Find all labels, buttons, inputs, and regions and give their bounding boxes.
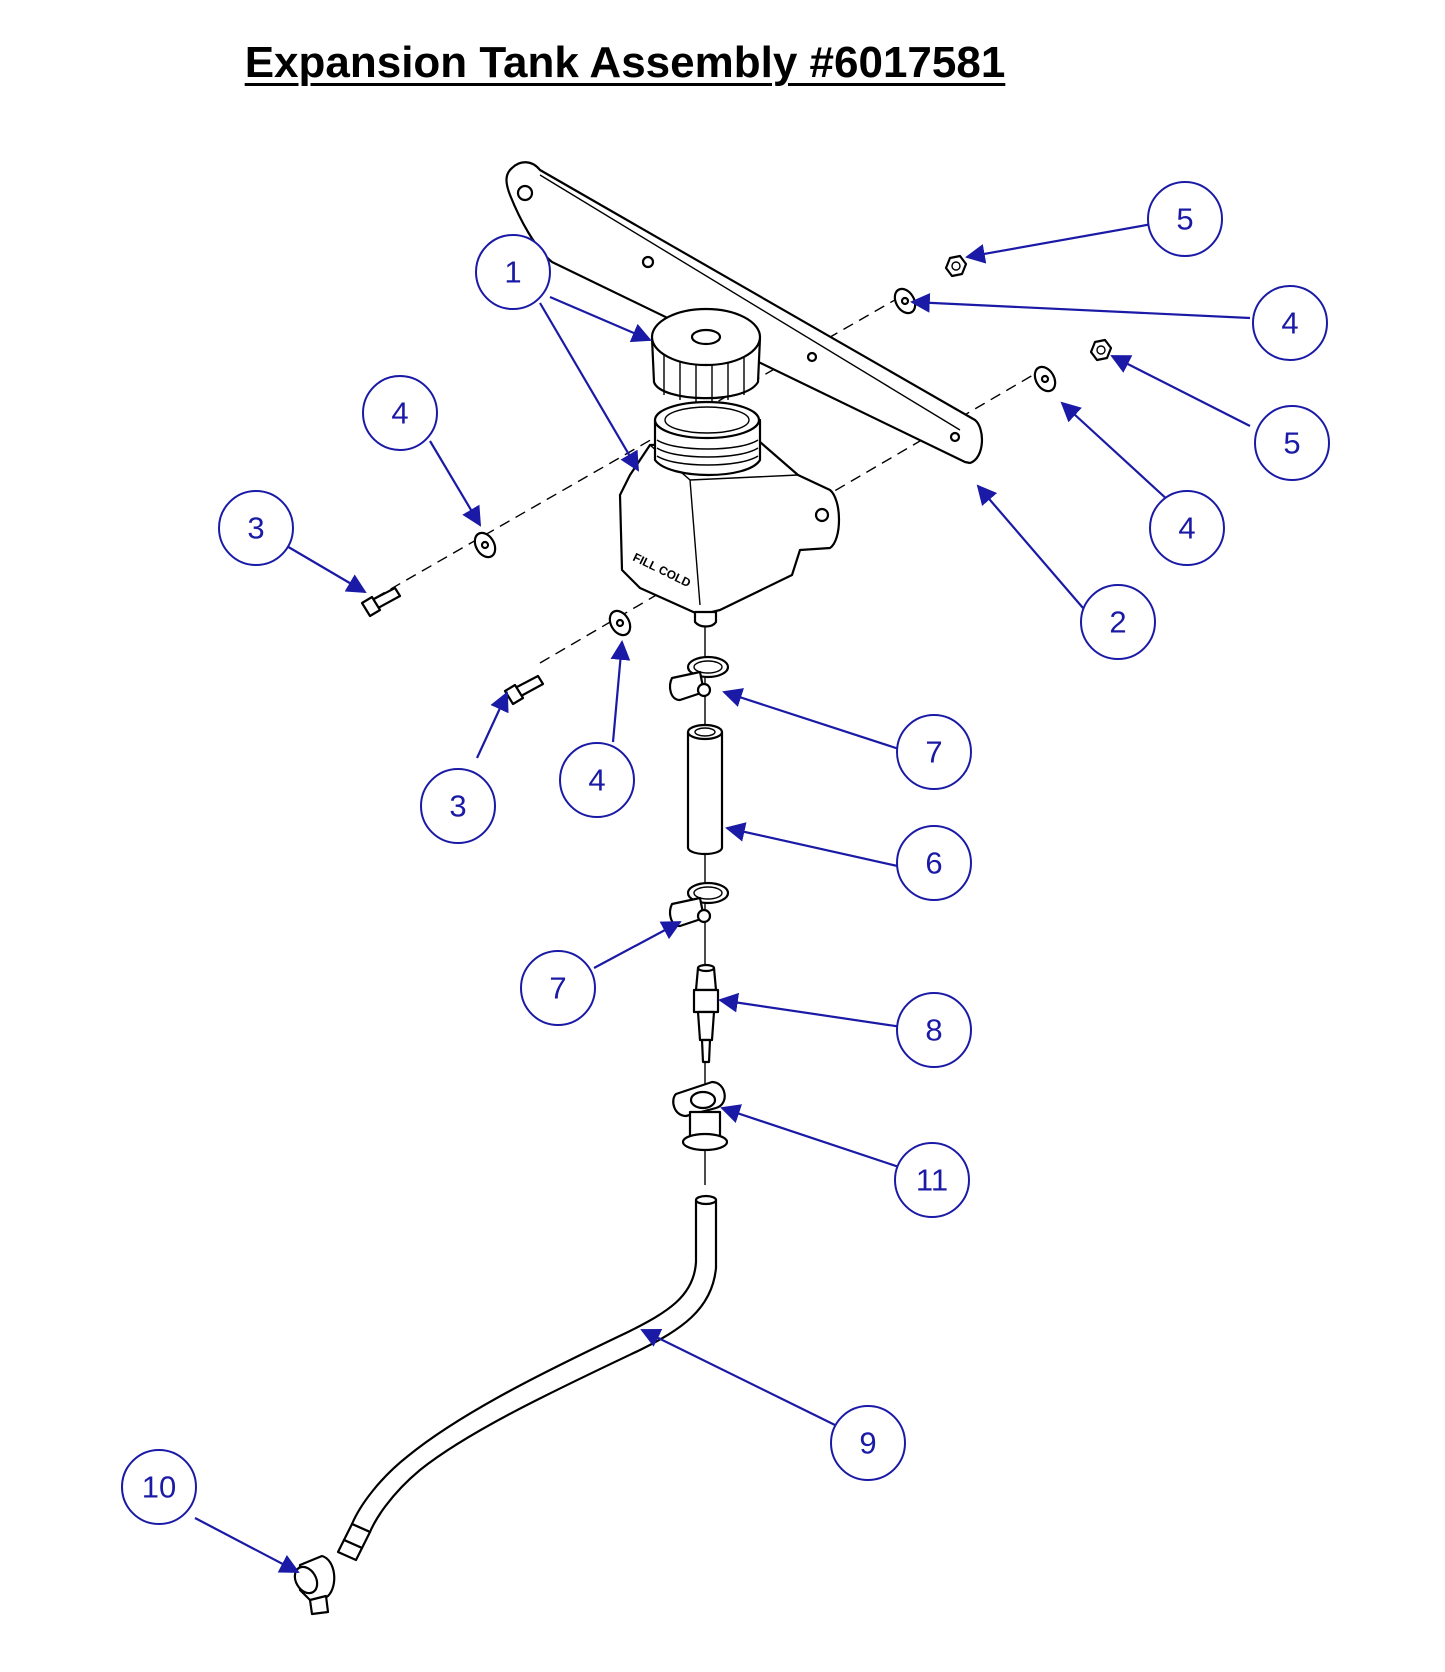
page-title: Expansion Tank Assembly #6017581 (244, 38, 1006, 87)
callout-11-label: 11 (916, 1163, 948, 1198)
callout-6-label: 6 (925, 846, 942, 881)
washer-upper-left (473, 531, 497, 559)
callout-7-lower-label: 7 (549, 971, 566, 1006)
bulkhead-fitting-part (672, 1080, 729, 1152)
callout-8-label: 8 (925, 1013, 942, 1048)
callout-7-upper-label: 7 (925, 735, 942, 770)
mounting-bracket-part (505, 161, 983, 465)
callout-5-upper-label: 5 (1176, 202, 1193, 237)
elbow-fitting-part (293, 1554, 336, 1616)
barbed-fitting-part (692, 963, 720, 1064)
hose-clamp-lower (669, 881, 730, 928)
leader-lines (194, 221, 1251, 1573)
callout-7-lower: 7 (520, 950, 596, 1026)
callout-7-upper: 7 (896, 714, 972, 790)
callout-4-left-lower-label: 4 (588, 763, 605, 798)
callout-11: 11 (894, 1142, 970, 1218)
callout-3-lower-label: 3 (449, 789, 466, 824)
callout-3-lower: 3 (420, 768, 496, 844)
callout-1-label: 1 (504, 255, 521, 290)
callout-5-upper: 5 (1147, 181, 1223, 257)
callout-9: 9 (830, 1405, 906, 1481)
callout-6: 6 (896, 825, 972, 901)
callout-5-lower-label: 5 (1283, 426, 1300, 461)
callout-4-right-upper-label: 4 (1281, 306, 1298, 341)
hose-clamp-upper (669, 655, 730, 702)
callout-4-right-upper: 4 (1252, 285, 1328, 361)
washer-upper-right (893, 287, 917, 315)
callout-4-left-lower: 4 (559, 742, 635, 818)
bolt-upper-left (360, 586, 402, 618)
callout-2-label: 2 (1109, 605, 1126, 640)
nut-lower-right (1089, 338, 1113, 362)
washer-lower-left (608, 609, 632, 637)
callout-2: 2 (1080, 584, 1156, 660)
long-hose-part (336, 1194, 718, 1562)
tank-cap-part (650, 307, 762, 402)
callout-4-left-upper: 4 (362, 375, 438, 451)
bolt-lower-left (503, 674, 545, 706)
callout-10: 10 (121, 1449, 197, 1525)
callout-5-lower: 5 (1254, 405, 1330, 481)
callout-4-left-upper-label: 4 (391, 396, 408, 431)
callout-3-upper-label: 3 (247, 511, 264, 546)
callout-1: 1 (475, 234, 551, 310)
callout-4-right-lower: 4 (1149, 490, 1225, 566)
callout-10-label: 10 (142, 1470, 176, 1505)
callout-3-upper: 3 (218, 490, 294, 566)
callout-8: 8 (896, 992, 972, 1068)
callout-9-label: 9 (859, 1426, 876, 1461)
washer-lower-right (1033, 365, 1057, 393)
expansion-tank-part: FILL COLD (618, 400, 840, 628)
hose-segment-part (686, 723, 724, 856)
nut-upper-right (944, 254, 968, 278)
callout-4-right-lower-label: 4 (1178, 511, 1195, 546)
